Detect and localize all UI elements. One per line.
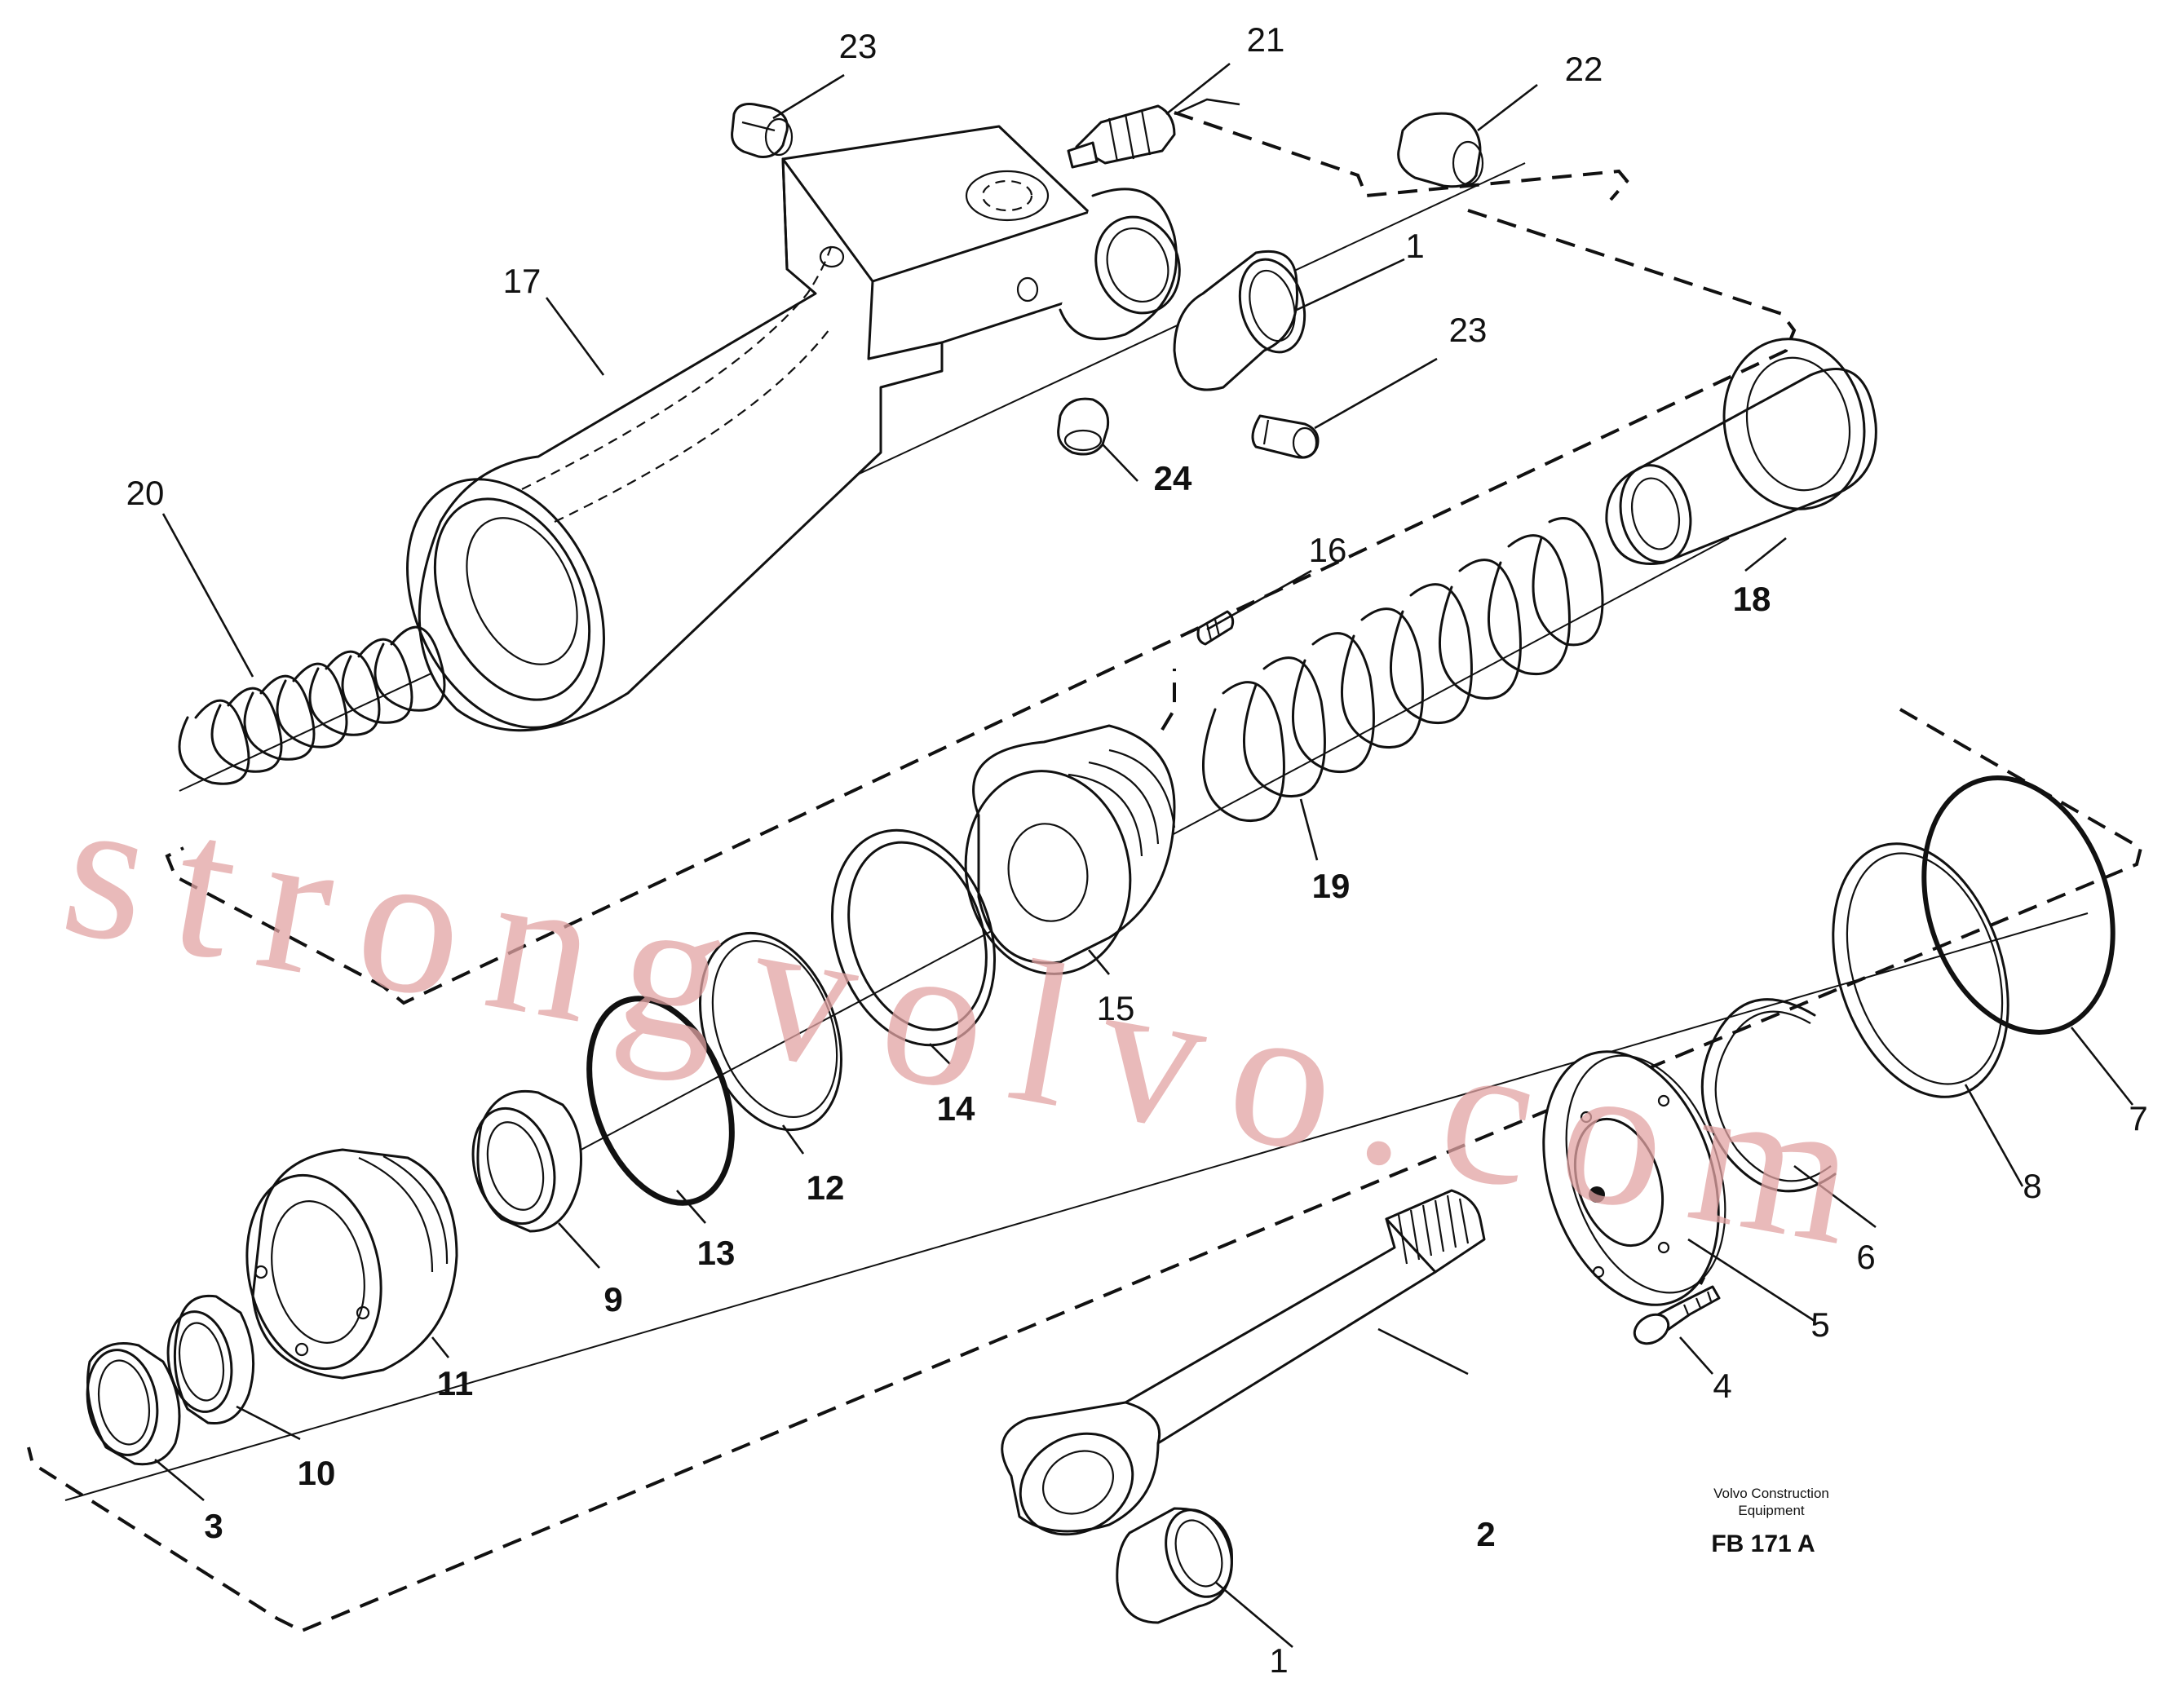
part-1-bushing-top <box>1173 250 1306 391</box>
callout-22: 22 <box>1565 50 1603 88</box>
callout-19: 19 <box>1312 867 1351 905</box>
callout-3: 3 <box>204 1507 223 1545</box>
flange-center-dot <box>1589 1186 1605 1203</box>
part-17-cylinder-barrel <box>406 125 1181 732</box>
callout-11: 11 <box>437 1364 473 1402</box>
part-19-spring-bellows <box>1201 517 1604 822</box>
part-2-piston-rod <box>1001 1189 1486 1536</box>
part-8-ring <box>1832 842 2009 1098</box>
figure-code: FB 171 A <box>1711 1530 1815 1557</box>
part-15-piston <box>964 724 1176 975</box>
callout-8: 8 <box>2023 1167 2041 1205</box>
caption-line-1: Volvo Construction <box>1713 1486 1829 1501</box>
part-22-plug <box>1397 112 1484 188</box>
callout-15: 15 <box>1097 989 1135 1027</box>
callout-10: 10 <box>298 1454 336 1492</box>
callout-21: 21 <box>1247 20 1285 59</box>
part-5-flange-plate <box>1542 1050 1726 1306</box>
callout-23-mid: 23 <box>1449 311 1488 349</box>
callout-6: 6 <box>1856 1238 1875 1276</box>
callout-20: 20 <box>126 474 165 512</box>
leader-lines <box>154 62 2134 1648</box>
callout-7: 7 <box>2129 1099 2147 1137</box>
part-7-o-ring <box>1921 775 2115 1035</box>
part-18-guide-tube <box>1605 338 1877 565</box>
callout-12: 12 <box>807 1168 845 1207</box>
callout-labels: 23 21 22 1 17 23 24 20 16 18 19 15 14 12… <box>126 20 2148 1680</box>
part-23-screw-mid <box>1251 414 1320 459</box>
callout-1-bottom: 1 <box>1269 1641 1288 1680</box>
assembly-outline-seal <box>1161 669 1176 731</box>
callout-17: 17 <box>503 262 542 300</box>
assembly-outline-mid <box>165 209 1797 1005</box>
part-6-snap-ring <box>1700 998 1837 1193</box>
part-14-ring <box>830 828 997 1047</box>
part-1-bushing-bottom <box>1116 1507 1233 1624</box>
part-24-plug <box>1057 397 1110 456</box>
caption-block: Volvo Construction Equipment FB 171 A <box>1711 1486 1829 1557</box>
part-3-wiper-ring <box>86 1342 181 1466</box>
callout-5: 5 <box>1810 1305 1829 1344</box>
callout-9: 9 <box>603 1280 622 1318</box>
callout-1-top: 1 <box>1405 227 1424 265</box>
callout-14: 14 <box>937 1089 975 1128</box>
part-13-seal-ring <box>586 996 735 1206</box>
part-16-set-screw <box>1196 610 1235 646</box>
assembly-outline-top <box>1174 111 1629 201</box>
caption-line-2: Equipment <box>1738 1503 1805 1518</box>
callout-4: 4 <box>1713 1367 1731 1405</box>
axis-lower <box>64 912 2089 1501</box>
part-4-bolt <box>1633 1285 1721 1345</box>
callout-18: 18 <box>1733 580 1771 618</box>
callout-2: 2 <box>1476 1515 1495 1553</box>
part-9-bushing <box>471 1089 582 1233</box>
part-11-cylinder-head <box>245 1148 458 1380</box>
part-10-bushing <box>166 1294 255 1425</box>
part-21-valve <box>1067 104 1176 169</box>
callout-23-top: 23 <box>839 27 878 65</box>
part-20-spring <box>178 625 446 785</box>
callout-24: 24 <box>1154 459 1192 497</box>
callout-16: 16 <box>1309 531 1347 569</box>
callout-13: 13 <box>697 1234 736 1272</box>
